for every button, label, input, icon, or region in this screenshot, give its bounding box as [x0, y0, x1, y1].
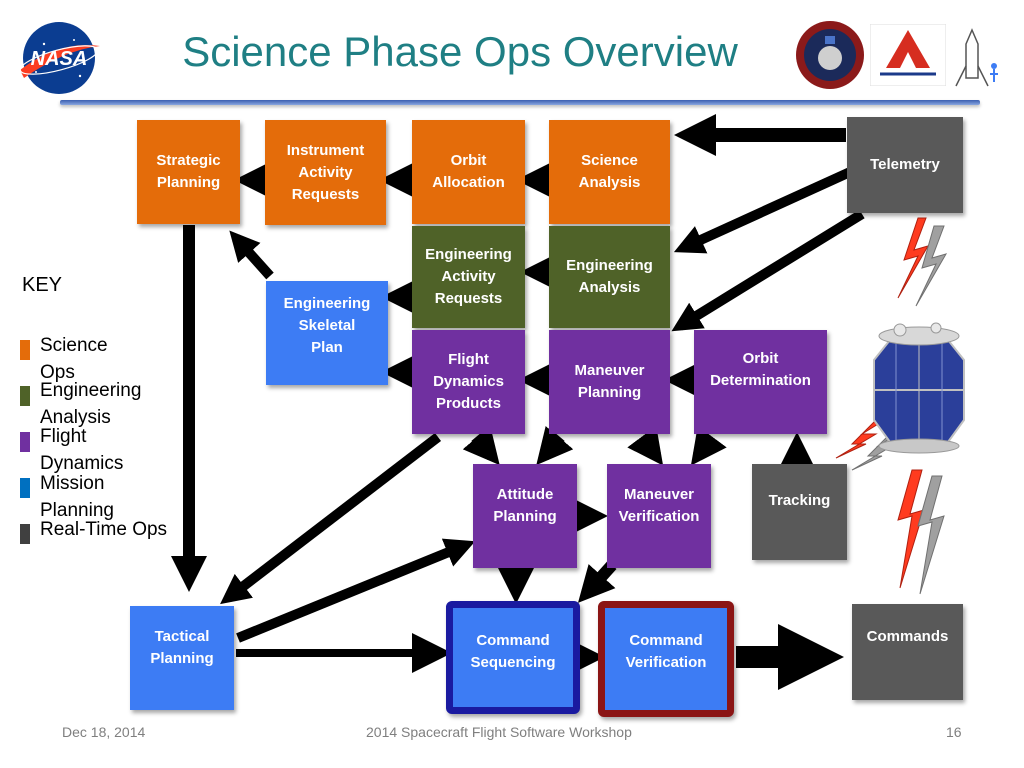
flight-dynamics-products-box: Flight Dynamics Products [412, 330, 525, 434]
key-swatch-engineering [20, 386, 30, 406]
footer-date: Dec 18, 2014 [62, 724, 146, 740]
ladee-mission-patch-icon [795, 18, 865, 92]
key-item-flight-dynamics: Flight Dynamics [40, 426, 124, 474]
telemetry-box: Telemetry [847, 117, 963, 213]
arrow-fd-products-to-tactical [220, 433, 442, 605]
key-swatch-flight-dynamics [20, 432, 30, 452]
strategic-planning-box: Strategic Planning [137, 120, 240, 224]
lightning-signal-icon [835, 217, 948, 595]
rocket-figure-icon [952, 26, 1002, 92]
command-sequencing-box: Command Sequencing [446, 601, 580, 714]
command-verification-box: Command Verification [598, 601, 734, 717]
key-swatch-science [20, 340, 30, 360]
maneuver-verification-box: Maneuver Verification [607, 464, 711, 568]
arrow-telemetry-to-engineering-analysis [673, 167, 853, 254]
orbit-determination-box: Orbit Determination [694, 330, 827, 434]
arrow-od-to-verification [690, 426, 727, 466]
arrow-telemetry-to-maneuver-planning [671, 209, 865, 332]
arrow-tactical-to-attitude [236, 538, 476, 643]
orbit-allocation-box: Orbit Allocation [412, 120, 525, 224]
arrow-fd-to-attitude [462, 426, 500, 466]
key-item-engineering: Engineering Analysis [40, 380, 142, 428]
arrow-maneuver-to-attitude [536, 426, 574, 466]
title-underline [60, 100, 980, 105]
engineering-activity-requests-box: Engineering Activity Requests [412, 226, 525, 328]
engineering-analysis-box: Engineering Analysis [549, 226, 670, 328]
footer-page-number: 16 [946, 724, 962, 740]
science-analysis-box: Science Analysis [549, 120, 670, 224]
attitude-planning-box: Attitude Planning [473, 464, 577, 568]
maneuver-planning-box: Maneuver Planning [549, 330, 670, 434]
arrow-skeletal-to-strategic [229, 230, 274, 280]
tactical-planning-box: Tactical Planning [130, 606, 234, 710]
nasa-logo-icon: NASA [14, 20, 104, 96]
key-item-science: Science Ops [40, 335, 108, 383]
footer-event: 2014 Spacecraft Flight Software Workshop [366, 724, 632, 740]
page-title: Science Phase Ops Overview [182, 28, 738, 75]
key-title: KEY [22, 274, 63, 296]
spacecraft-icon [873, 322, 965, 454]
key-item-real-time-ops: Real-Time Ops [40, 519, 168, 540]
engineering-skeletal-plan-box: Engineering Skeletal Plan [266, 281, 388, 385]
instrument-activity-requests-box: Instrument Activity Requests [265, 120, 386, 225]
key-swatch-real-time-ops [20, 524, 30, 544]
key-item-mission-planning: Mission Planning [40, 473, 114, 521]
arrow-maneuver-to-verification [627, 426, 664, 466]
key-swatch-mission-planning [20, 478, 30, 498]
arrow-verification-to-sequencing [577, 560, 617, 603]
commands-box: Commands [852, 604, 963, 700]
tracking-box: Tracking [752, 464, 847, 560]
